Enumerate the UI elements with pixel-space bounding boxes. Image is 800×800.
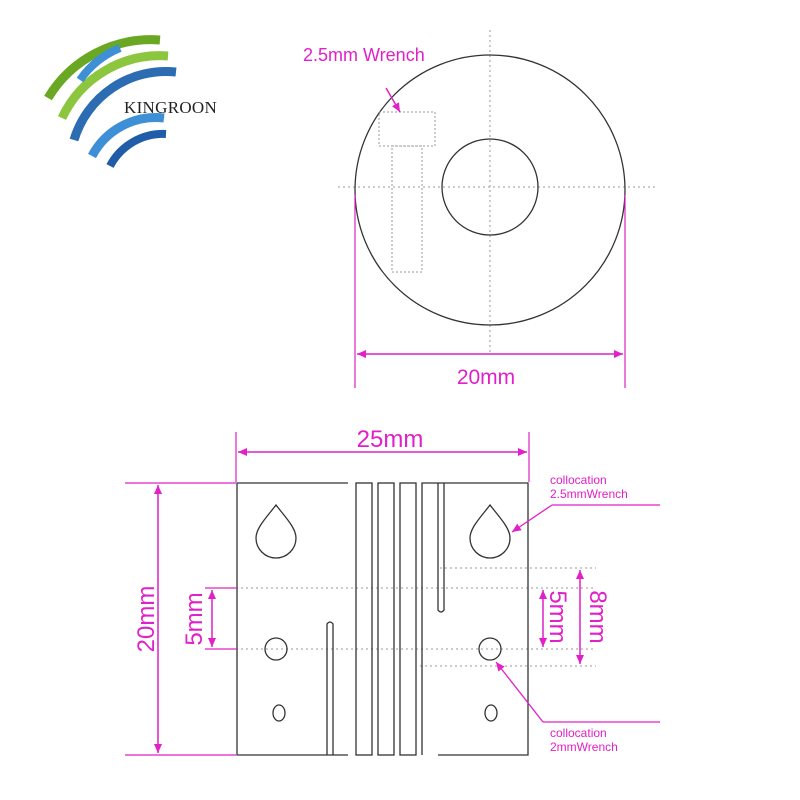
right-slot [437, 483, 445, 613]
right-block-outline [438, 482, 529, 756]
fin-1 [355, 482, 373, 756]
brand-name: KINGROON [124, 98, 218, 117]
left-slot [326, 621, 334, 755]
fin-3 [399, 482, 417, 756]
callout-top-line2: 2.5mmWrench [550, 487, 628, 501]
callout-top-leader [511, 504, 553, 533]
left-block-outline [236, 482, 348, 756]
logo-arc-4 [88, 113, 165, 159]
top-view: 2.5mm Wrench 20mm [303, 30, 655, 389]
side-view: 25mm 20mm 5mm 5mm 8mm collocation 2.5mmW… [125, 426, 660, 756]
wrench-leader [385, 87, 401, 113]
right-outer-label: 8mm [584, 590, 611, 643]
left-spacing-label: 5mm [181, 592, 208, 645]
logo-arc-5 [106, 129, 167, 168]
length-label: 25mm [357, 426, 424, 453]
callout-bottom-line2: 2mmWrench [550, 740, 618, 754]
fin-4 [421, 482, 438, 755]
outer-circle [354, 54, 626, 326]
screw-hole-left [264, 637, 288, 661]
teardrop-hole-right [469, 503, 511, 559]
logo-arc-3 [69, 67, 177, 142]
wrench-label: 2.5mm Wrench [303, 45, 425, 65]
logo-arc-1 [44, 35, 161, 101]
set-screw-body [391, 145, 423, 273]
fin-2 [377, 482, 395, 756]
set-screw-head [378, 111, 436, 147]
logo-arc-2 [57, 51, 169, 120]
height-label: 20mm [133, 586, 160, 653]
callout-top-line1: collocation [550, 473, 607, 487]
right-spacing-label: 5mm [544, 590, 571, 643]
teardrop-hole-left [255, 503, 297, 559]
screw-hole-right [478, 637, 502, 661]
small-hole-right [484, 704, 498, 722]
diameter-label: 20mm [457, 366, 515, 389]
callout-bottom-leader [495, 661, 544, 723]
logo-arc-6 [76, 44, 122, 83]
small-hole-left [272, 704, 286, 722]
callout-bottom-line1: collocation [550, 726, 607, 740]
bore-circle [441, 138, 539, 236]
